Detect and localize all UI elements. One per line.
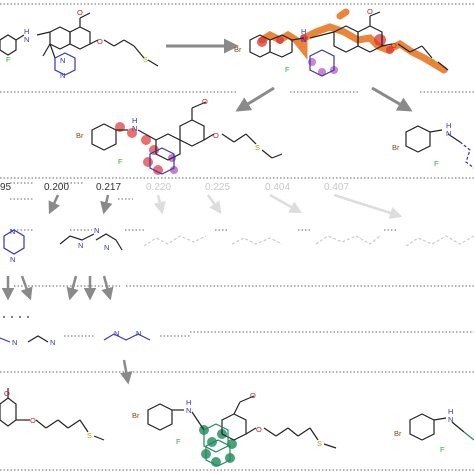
atom-label-o: O xyxy=(256,425,262,434)
atom-label-o: O xyxy=(97,37,103,46)
atom-label-o: O xyxy=(30,416,36,425)
score-label: 0.220 xyxy=(146,182,171,193)
arrow-down-final xyxy=(120,359,133,385)
atom-label-h: H xyxy=(448,407,453,416)
atom-label-n: N xyxy=(446,129,451,138)
atom-label-n: N xyxy=(136,329,141,338)
atom-label-br: Br xyxy=(76,131,84,140)
atom-label-h: H xyxy=(301,27,306,36)
score-row: 95 0.200 0.217 0.220 0.225 0.404 0.407 xyxy=(0,182,349,193)
atom-label-f: F xyxy=(440,445,445,454)
fragment-amidine-a xyxy=(59,233,95,245)
atom-label-br: Br xyxy=(392,143,400,152)
molecule-top-left xyxy=(0,12,159,76)
atom-label-f: F xyxy=(6,55,11,64)
atom-label-s: S xyxy=(317,439,322,448)
fragment-faded-4 xyxy=(405,235,474,247)
atom-label-n: N xyxy=(50,338,55,347)
score-label: 0.217 xyxy=(96,182,121,193)
fragment-pyrimidine xyxy=(3,229,25,255)
atom-label-n: N xyxy=(114,329,119,338)
atom-label-n: N xyxy=(12,338,17,347)
molecule-top-right xyxy=(249,11,449,77)
molecule-bottom-center-labels: Br F N H O O S xyxy=(132,391,322,448)
atom-label-h: H xyxy=(24,27,29,36)
fragment-row-2 xyxy=(0,333,151,343)
atom-label-br: Br xyxy=(394,429,402,438)
atom-label-n: N xyxy=(301,35,306,44)
atom-label-o: O xyxy=(4,389,10,398)
molecule-bottom-right-labels: Br F N H xyxy=(394,407,453,454)
atom-label-br: Br xyxy=(234,45,242,54)
atom-label-n: N xyxy=(186,406,191,415)
atom-label-n: N xyxy=(10,227,15,236)
atom-label-o: O xyxy=(202,97,208,106)
molecule-top-left-labels: N H F O O N N S xyxy=(6,8,148,80)
molecule-middle-right xyxy=(405,125,474,169)
atom-label-h: H xyxy=(186,398,191,407)
atom-label-o: O xyxy=(367,7,373,16)
molecule-top-right-labels: Br F N H O O S xyxy=(234,7,435,74)
atom-label-br: Br xyxy=(132,411,140,420)
molecule-bottom-left-labels: O O S xyxy=(4,389,92,440)
fragment-faded-1 xyxy=(143,235,207,247)
score-label: 0.200 xyxy=(44,182,69,193)
atom-label-n: N xyxy=(94,226,99,235)
separators xyxy=(0,3,474,471)
molecule-bottom-left xyxy=(0,388,105,441)
atom-label-n: N xyxy=(24,35,29,44)
fragment-arrows xyxy=(1,275,114,301)
atom-label-h: H xyxy=(446,121,451,130)
atom-label-s: S xyxy=(87,431,92,440)
fragment-amidine-b xyxy=(95,233,123,251)
atom-label-o: O xyxy=(77,8,83,17)
fragment-row-1 xyxy=(3,229,474,255)
atom-label-n: N xyxy=(78,241,83,250)
molecule-middle-labels: Br F N H O O S xyxy=(76,97,260,166)
score-label: 0.225 xyxy=(205,182,230,193)
fragment-row-2-labels: N N N N xyxy=(12,329,141,347)
atom-label-h: H xyxy=(132,116,137,125)
atom-label-o: O xyxy=(250,391,256,400)
atom-label-n: N xyxy=(10,255,15,264)
atom-label-f: F xyxy=(434,159,439,168)
atom-label-n: N xyxy=(448,415,453,424)
score-label: 0.407 xyxy=(324,182,349,193)
atom-label-s: S xyxy=(255,143,260,152)
fragment-row-1-labels: N N N N N xyxy=(10,226,109,264)
fragment-faded-2 xyxy=(231,237,283,245)
arrow-down-right xyxy=(371,86,413,112)
atom-label-n: N xyxy=(60,71,65,80)
score-label: 95 xyxy=(0,182,12,193)
atom-label-f: F xyxy=(285,65,290,74)
molecule-middle xyxy=(91,101,283,175)
molecule-bottom-center xyxy=(147,395,337,467)
atom-label-n: N xyxy=(132,124,137,133)
score-arrows xyxy=(48,193,403,219)
molecule-bottom-right xyxy=(409,413,474,441)
arrow-down-left xyxy=(235,86,275,112)
atom-label-s: S xyxy=(430,57,435,66)
atom-label-s: S xyxy=(143,55,148,64)
dash-marks xyxy=(10,182,398,337)
score-label: 0.404 xyxy=(265,182,290,193)
atom-label-f: F xyxy=(118,157,123,166)
atom-label-o: O xyxy=(391,41,397,50)
molecule-middle-right-labels: Br F N H xyxy=(392,121,451,168)
ellipsis-dots xyxy=(3,316,29,318)
fragment-faded-3 xyxy=(315,235,381,245)
atom-label-o: O xyxy=(213,131,219,140)
atom-label-n: N xyxy=(60,56,65,65)
atom-label-f: F xyxy=(176,437,181,446)
atom-label-n: N xyxy=(104,243,109,252)
